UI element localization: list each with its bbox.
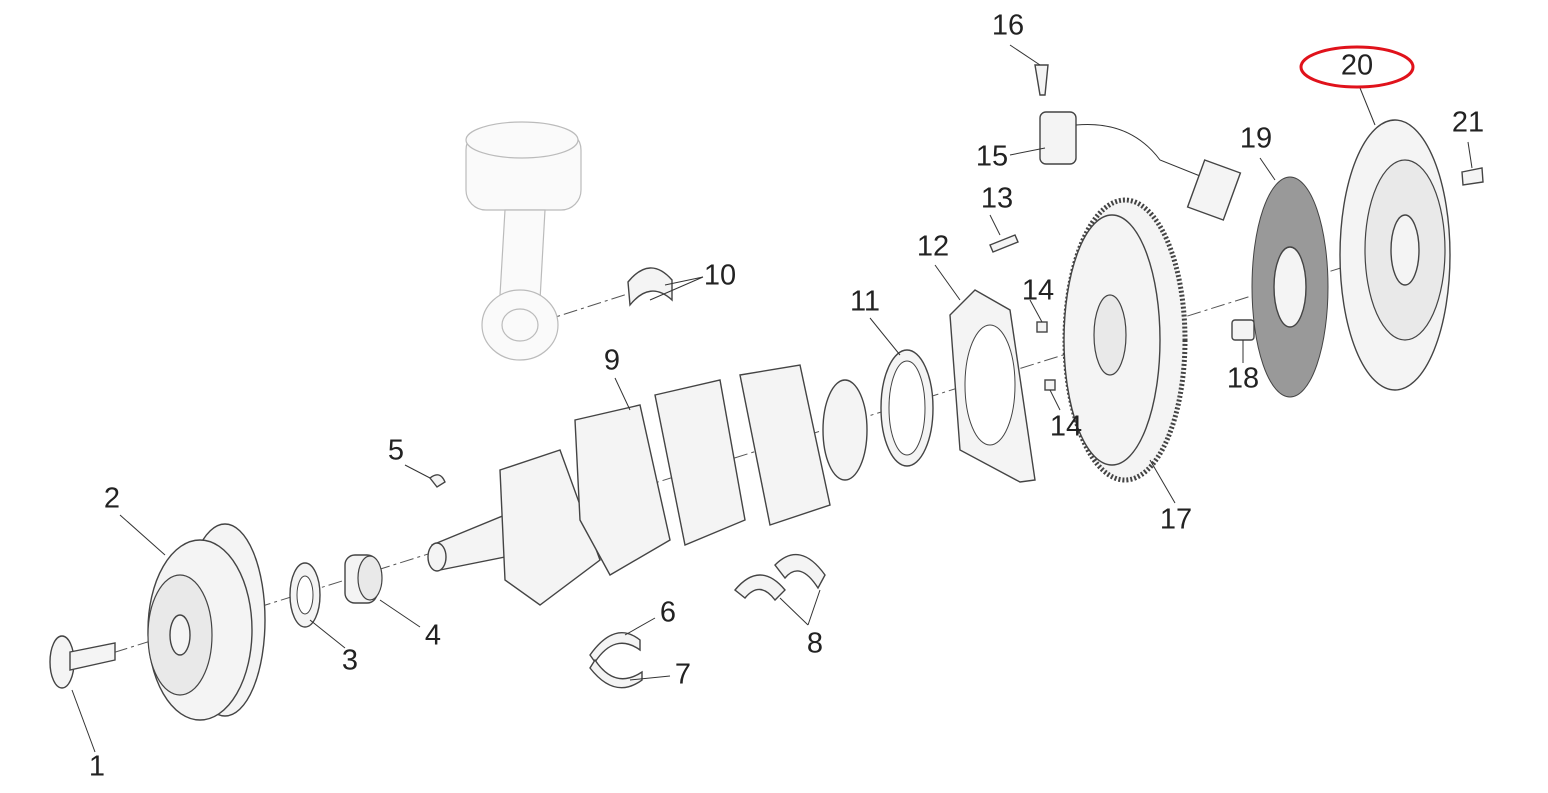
callout-7: 7 (675, 659, 691, 691)
part-gear-4[interactable] (344, 554, 383, 604)
callout-16: 16 (992, 10, 1024, 42)
part-thrust-washer-8b[interactable] (774, 553, 826, 590)
callout-4: 4 (425, 620, 441, 652)
callout-3: 3 (342, 645, 358, 677)
part-dowel-14b[interactable] (1044, 379, 1056, 391)
callout-21: 21 (1452, 107, 1484, 139)
part-bolt-13[interactable] (989, 234, 1019, 253)
callout-13: 13 (981, 183, 1013, 215)
part-washer-3[interactable] (289, 562, 321, 628)
callout-2: 2 (104, 483, 120, 515)
callout-10: 10 (704, 260, 736, 292)
part-pulley-2[interactable] (147, 523, 266, 721)
part-bearing-shell-6[interactable] (589, 632, 641, 664)
callout-17: 17 (1160, 504, 1192, 536)
part-flywheel-17[interactable] (1062, 197, 1188, 483)
callout-8: 8 (807, 628, 823, 660)
part-seal-carrier-12[interactable] (949, 289, 1036, 483)
callout-12: 12 (917, 231, 949, 263)
callout-20[interactable]: 20 (1341, 50, 1373, 82)
part-clutch-disc-19[interactable] (1251, 176, 1329, 398)
part-bearing-shell-10[interactable] (627, 267, 673, 307)
part-sensor-15[interactable] (1039, 111, 1242, 221)
callout-15: 15 (976, 141, 1008, 173)
callout-5: 5 (388, 435, 404, 467)
callout-6: 6 (660, 597, 676, 629)
callout-1: 1 (89, 751, 105, 783)
part-dowel-14a[interactable] (1036, 321, 1048, 333)
callout-11: 11 (850, 286, 880, 318)
callout-14a: 14 (1022, 275, 1054, 307)
part-seal-11[interactable] (880, 349, 934, 467)
part-thrust-washer-8a[interactable] (734, 574, 786, 602)
part-pressure-plate-20[interactable] (1339, 119, 1451, 391)
highlight-ellipse (1299, 45, 1415, 89)
part-key-5[interactable] (429, 474, 446, 488)
part-bolt-21[interactable] (1461, 167, 1484, 186)
part-bolt-1[interactable] (49, 635, 116, 689)
part-bolt-18[interactable] (1231, 319, 1255, 341)
part-crankshaft-9[interactable] (427, 364, 868, 606)
callout-9: 9 (604, 345, 620, 377)
piston-axis-line (539, 289, 641, 323)
piston-connecting-rod (465, 121, 582, 361)
callout-19: 19 (1240, 123, 1272, 155)
callout-18: 18 (1227, 363, 1259, 395)
leader-lines (71, 44, 1473, 753)
part-screw-16[interactable] (1034, 64, 1049, 96)
part-bearing-shell-7[interactable] (589, 658, 643, 689)
callout-14b: 14 (1050, 411, 1082, 443)
